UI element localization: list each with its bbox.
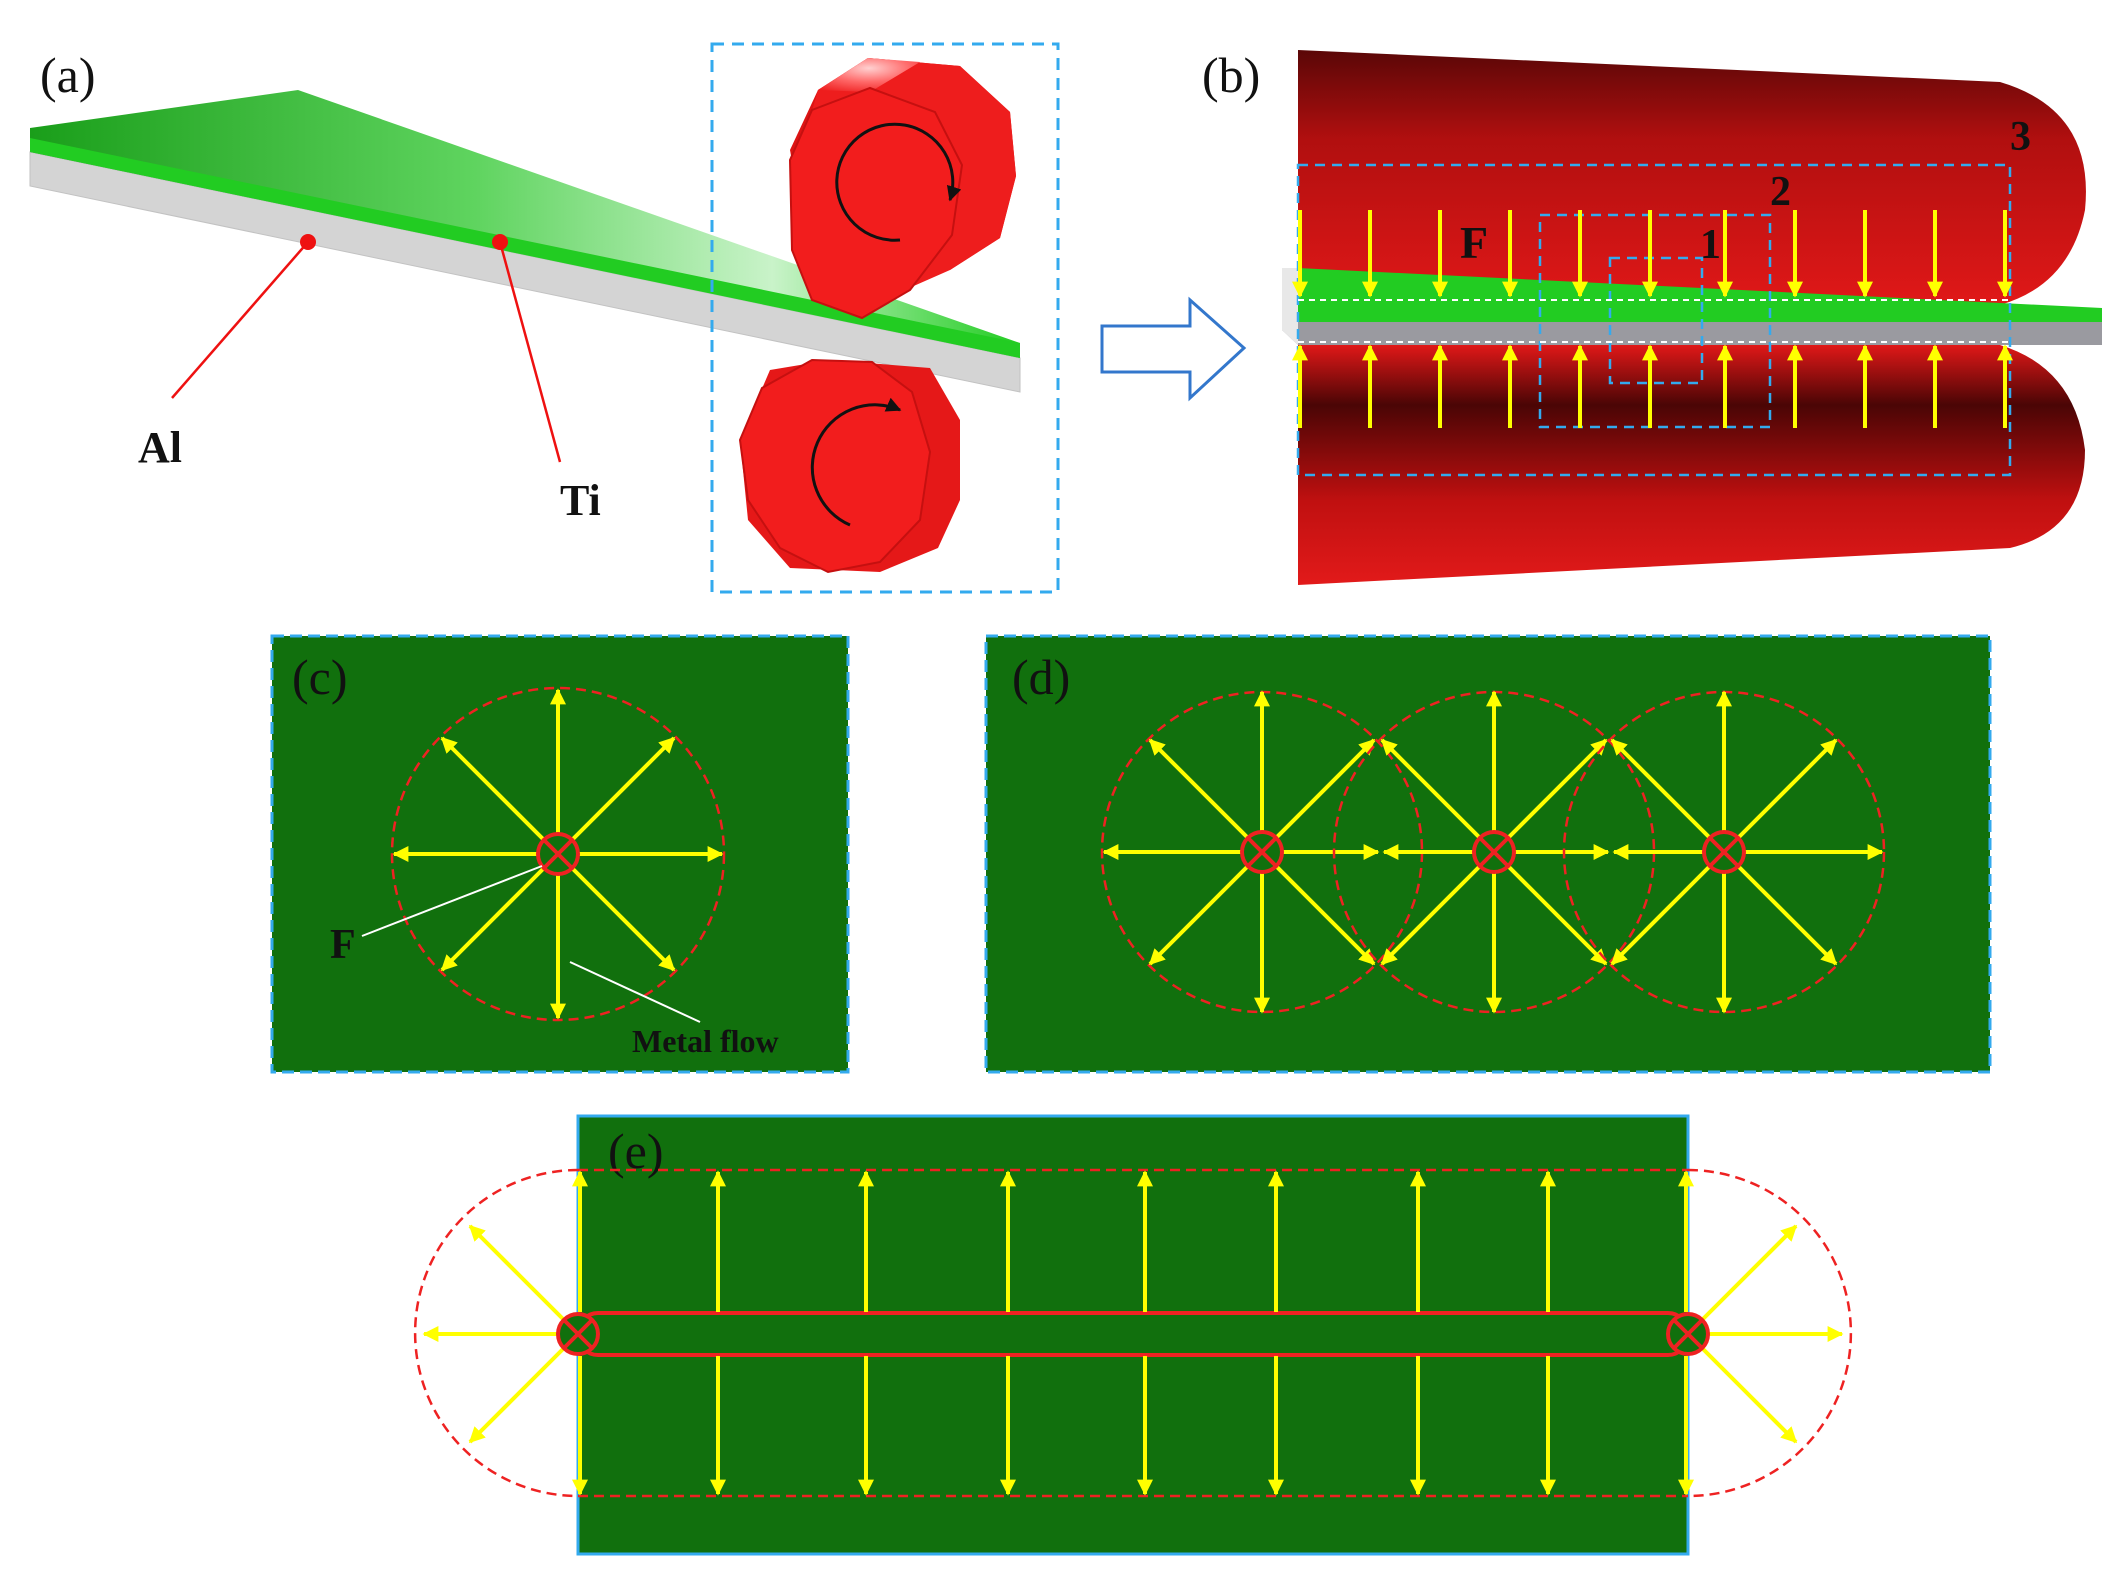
titanium-sheet-edge <box>30 138 1020 358</box>
force-icon-right-e <box>1666 1312 1710 1356</box>
contact-line-e <box>576 1311 1690 1357</box>
ti-leader <box>498 241 562 463</box>
flow-group-d1 <box>1100 690 1424 1014</box>
force-arrows-down <box>1292 210 2013 298</box>
clad-sheet-green <box>1282 268 2102 322</box>
force-into-page-icon <box>536 832 580 876</box>
aluminium-layer <box>29 151 1021 393</box>
metal-flow-label: Metal flow <box>632 1023 779 1059</box>
panel-a: (a) Al Ti <box>29 42 1060 594</box>
flow-arrows-c <box>392 688 724 1020</box>
flow-arrows-e-right <box>1686 1224 1844 1444</box>
zone-3-box <box>1296 163 2012 477</box>
force-icon-left-e <box>556 1312 600 1356</box>
ti-label: Ti <box>560 476 601 525</box>
roll-region-box <box>710 42 1060 594</box>
transition-arrow <box>1100 296 1247 402</box>
zone-1-box <box>1608 256 1704 385</box>
panel-c: (c) F Metal flow <box>270 634 850 1074</box>
lower-roll-side <box>1298 345 2085 585</box>
flow-group-d3 <box>1562 690 1886 1014</box>
panel-c-label: (c) <box>292 649 348 705</box>
panel-b-label: (b) <box>1202 47 1260 103</box>
titanium-sheet-top <box>30 90 1020 358</box>
force-label-c: F <box>330 922 356 968</box>
flow-circle-c <box>390 686 726 1022</box>
force-label-b: F <box>1460 217 1488 268</box>
zone-1-label: 1 <box>1700 222 1721 268</box>
upper-roll-side <box>1298 50 2086 305</box>
lower-roll <box>738 358 960 574</box>
panel-d: (d) <box>984 634 1992 1074</box>
panel-d-label: (d) <box>1012 649 1070 705</box>
zone-3-label: 3 <box>2010 114 2031 160</box>
panel-b: (b) 3 2 1 F <box>1202 47 2102 585</box>
flow-arrows-e-left <box>422 1224 580 1444</box>
flow-arrows-e-down <box>572 1356 1694 1496</box>
panel-e: (e) <box>413 1114 1853 1556</box>
zone-2-label: 2 <box>1770 169 1791 215</box>
clad-sheet-gray <box>1282 308 2102 345</box>
force-arrows-up <box>1292 344 2013 428</box>
upper-roll <box>788 58 1016 320</box>
flow-group-d2 <box>1332 690 1656 1014</box>
al-leader <box>171 241 309 399</box>
panel-a-label: (a) <box>40 47 96 103</box>
flow-arrows-e-up <box>572 1170 1694 1312</box>
upper-roll-cylinder-top <box>818 58 920 92</box>
al-label: Al <box>138 423 182 472</box>
